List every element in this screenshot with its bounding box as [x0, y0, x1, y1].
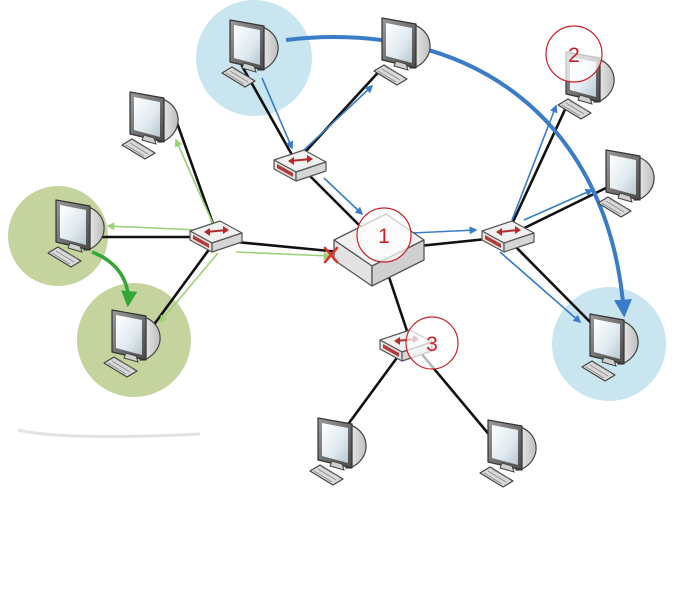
computer-icon: [479, 419, 537, 488]
big-blue-flow-arrow: [285, 35, 632, 318]
blocked-x-icon: [323, 246, 339, 264]
computer-icon: [121, 91, 179, 160]
callout-2: 2: [545, 25, 603, 83]
callout-3: 3: [405, 316, 459, 370]
computer-icon: [373, 17, 431, 86]
computer-icon: [597, 149, 655, 218]
callout-label: 1: [378, 225, 390, 248]
light-green-flow: [106, 138, 332, 324]
callout-1: 1: [356, 207, 412, 263]
callout-label: 2: [568, 44, 580, 67]
switch-icon: [189, 220, 243, 253]
switch-icon: [273, 149, 327, 182]
scan-shadow: [17, 428, 201, 438]
green-flow-arrow: [91, 250, 138, 308]
computer-icon: [309, 417, 367, 486]
callout-label: 3: [426, 333, 438, 356]
